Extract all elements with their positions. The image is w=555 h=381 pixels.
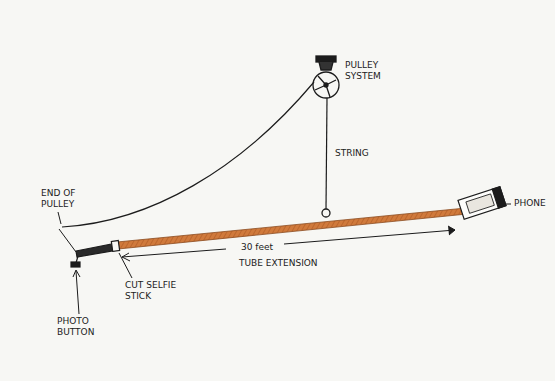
string-curve <box>62 82 314 227</box>
leader-lines <box>58 204 511 314</box>
phone <box>458 187 506 220</box>
cut-selfie-stick <box>59 229 120 257</box>
part-label: PULLEY SYSTEM <box>344 60 398 82</box>
dimension-arrow <box>122 226 455 261</box>
part-label: STRING <box>334 148 380 159</box>
tube-extension <box>117 208 467 249</box>
part-label: CUT SELFIE STICK <box>124 280 194 302</box>
string-drop <box>326 98 327 209</box>
string-knot <box>322 209 330 217</box>
part-label: END OF PULLEY <box>40 188 88 210</box>
part-label: PHONE <box>513 198 551 209</box>
part-label: TUBE EXTENSION <box>238 258 332 269</box>
dimension-label: 30 feet <box>231 242 283 253</box>
part-label: PHOTO BUTTON <box>56 316 104 338</box>
pulley-system <box>313 56 339 98</box>
photo-button <box>71 256 80 267</box>
